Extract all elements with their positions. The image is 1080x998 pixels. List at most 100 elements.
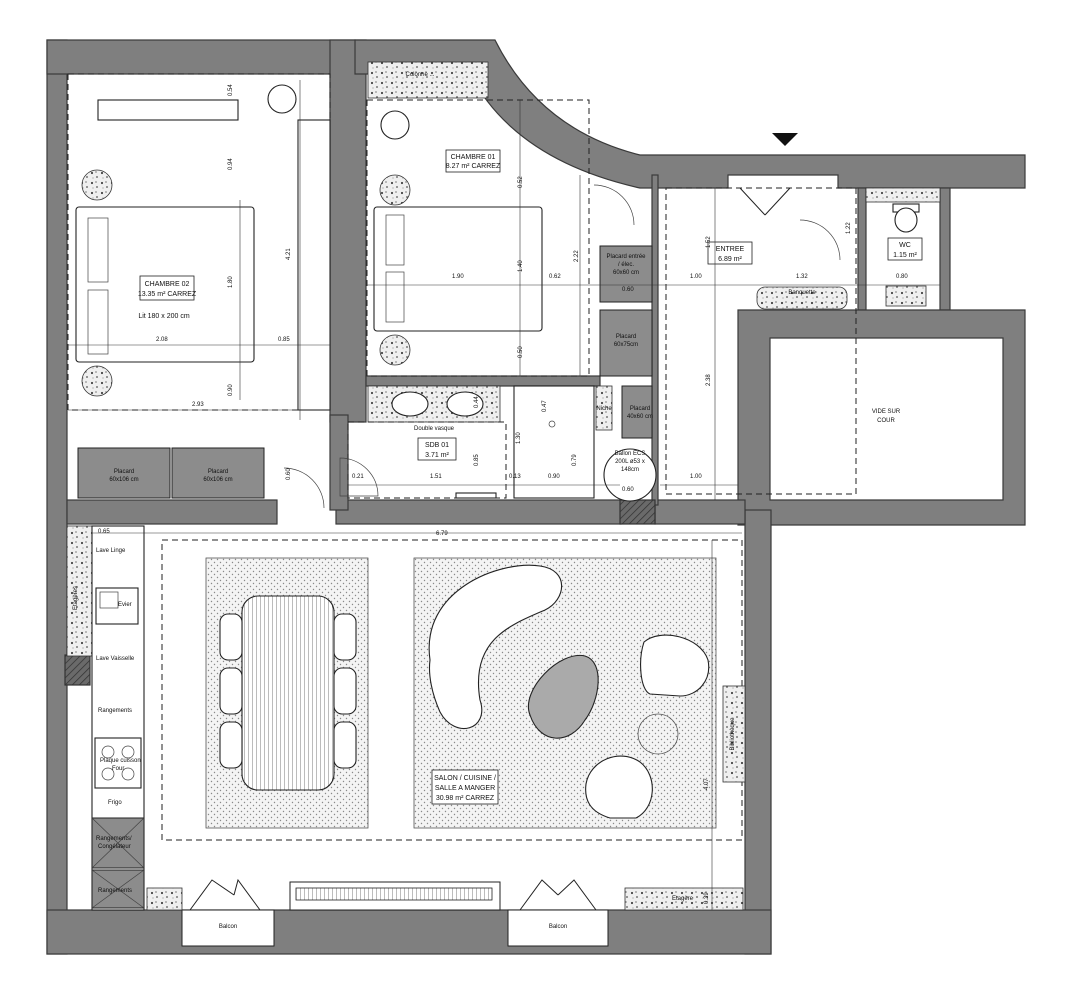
wall-wc-right <box>939 187 951 311</box>
rangements-cong-l1: Rangements/ <box>96 836 132 842</box>
chambre01-name: CHAMBRE 01 <box>451 154 496 161</box>
wc-area: 1.15 m² <box>893 252 917 259</box>
dim-421: 4.21 <box>286 248 292 260</box>
entree-name: ENTREE <box>716 246 745 253</box>
balcony-door-left-icon <box>189 878 261 911</box>
rangements-2-label: Rangements <box>98 888 132 894</box>
wall-courtyard <box>737 309 1026 526</box>
entree-zone: Placard entrée / élec. 60x60 cm Placard … <box>599 187 857 502</box>
door-swings <box>283 184 841 509</box>
dim-060-door: 0.60 <box>286 468 292 480</box>
armchair-2 <box>585 755 653 819</box>
door-swing-living <box>283 467 325 509</box>
etageres-label: Etagères <box>73 586 79 610</box>
dim-047: 0.47 <box>542 400 548 412</box>
door-swing-entree <box>799 219 841 261</box>
dim-050: 0.50 <box>518 346 524 358</box>
dim-293: 2.93 <box>192 402 204 408</box>
wall-between-bedrooms <box>329 39 367 423</box>
bibliotheque-label: Bibliothèque <box>730 717 736 751</box>
dim-085b: 0.85 <box>474 454 480 466</box>
placard-ch2a-line1: Placard <box>114 469 134 475</box>
entree-area: 6.89 m² <box>718 256 742 263</box>
dim-152: 1.52 <box>706 236 712 248</box>
hob-burner-3 <box>101 767 115 781</box>
entree-label-box <box>707 241 753 265</box>
wc-shelf-top <box>865 187 941 203</box>
coffee-table <box>527 654 599 739</box>
closet-chambre02-a <box>77 447 171 499</box>
salon-area: 30.98 m² CARREZ <box>436 795 495 802</box>
wall-living-right <box>744 509 772 955</box>
placard-60x75-l2: 60x75cm <box>614 342 638 348</box>
wall-bottom <box>46 909 772 955</box>
salon-cuisine: Lave Linge Evier Lave Vaisselle Rangemen… <box>66 525 746 930</box>
wall-entree-left <box>651 174 659 506</box>
bed1-pillow-1 <box>385 214 405 266</box>
bibliotheque <box>722 685 746 783</box>
freezer-cross-icon <box>91 817 145 869</box>
door-swing-sdb <box>339 457 379 497</box>
wc: WC 1.15 m² <box>865 187 941 307</box>
toilet-icon <box>894 207 918 233</box>
wall-mid-2 <box>335 499 622 525</box>
four-label: Four <box>112 766 124 772</box>
dimension-labels: 0.54 0.94 4.21 1.80 2.08 0.85 2.93 0.90 … <box>98 84 908 904</box>
dim-013: 0.13 <box>509 474 521 480</box>
sdb-carrez-outline <box>347 421 507 499</box>
chambre02-area: 13.35 m² CARREZ <box>138 291 197 298</box>
dim-062: 0.62 <box>549 274 561 280</box>
wall-curved <box>354 39 1026 189</box>
wall-mid <box>66 499 278 525</box>
closet-chambre02-b <box>171 447 265 499</box>
ballon-l1: Ballon ECS <box>615 451 646 457</box>
walls <box>46 39 1026 955</box>
dim-130: 1.30 <box>516 432 522 444</box>
placard-entree-l2: / élec. <box>618 262 634 268</box>
lave-linge-label: Lave Linge <box>96 548 126 554</box>
nightstand-top <box>81 169 113 201</box>
wall-hatched-2 <box>64 654 91 686</box>
dimension-lines <box>68 80 940 910</box>
dim-222: 2.22 <box>574 250 580 262</box>
ballon-l2: 200L ø53 x <box>615 459 645 465</box>
dim-100-b: 1.00 <box>690 474 702 480</box>
dim-180: 1.80 <box>228 276 234 288</box>
entry-door-icon <box>739 187 791 216</box>
armchair-icon <box>267 84 297 114</box>
placard-40x60-l2: 40x60 cm <box>627 414 653 420</box>
dining-chair-l3 <box>219 721 243 769</box>
dim-132: 1.32 <box>796 274 808 280</box>
dim-079: 0.79 <box>572 454 578 466</box>
etagere-right-label: Etagère <box>672 896 694 902</box>
frigo-label: Frigo <box>108 800 122 806</box>
dim-080: 0.80 <box>896 274 908 280</box>
dim-122: 1.22 <box>846 222 852 234</box>
plaque-label: Plaque cuisson <box>100 758 141 764</box>
dim-065: 0.65 <box>98 529 110 535</box>
bed-pillow-2 <box>87 289 109 355</box>
entrance-arrow-icon <box>772 133 798 146</box>
wall-wc-left <box>857 187 867 311</box>
bed-chambre01 <box>373 206 543 332</box>
chair-icon <box>380 110 410 140</box>
banquette-label: Banquette <box>788 290 816 296</box>
sink-evier-icon <box>95 587 139 625</box>
shower <box>513 385 595 499</box>
dim-044: 0.44 <box>474 396 480 408</box>
dining-chair-l2 <box>219 667 243 715</box>
dim-039: 0.39 <box>704 892 710 904</box>
lave-vaisselle-label: Lave Vaisselle <box>96 656 135 662</box>
hob-icon <box>94 737 142 789</box>
placard-ch2a-line2: 60x106 cm <box>109 477 138 483</box>
dim-679: 6.79 <box>436 531 448 537</box>
hob-burner-4 <box>121 767 135 781</box>
dining-table <box>241 595 335 791</box>
placard-ch2b-line1: Placard <box>208 469 228 475</box>
dim-100-a: 1.00 <box>690 274 702 280</box>
sill-right <box>624 887 744 911</box>
placard-ch2b-line2: 60x106 cm <box>203 477 232 483</box>
balcony-door-right-icon <box>519 879 597 911</box>
dim-085: 0.85 <box>278 337 290 343</box>
